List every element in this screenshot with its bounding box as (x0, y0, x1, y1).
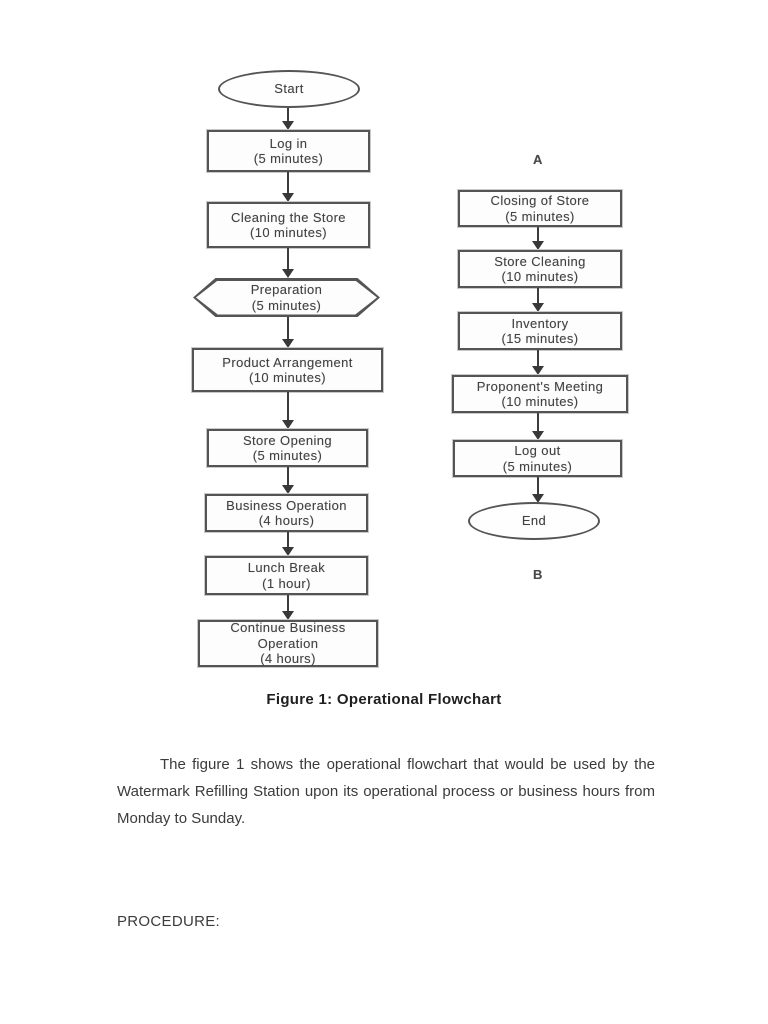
node-duration: (10 minutes) (501, 394, 579, 409)
flowchart-node-product-arrangement: Product Arrangement (10 minutes) (192, 348, 383, 392)
node-label: Proponent's Meeting (476, 378, 604, 394)
flow-arrow-down (537, 288, 539, 303)
node-duration: (10 minutes) (248, 370, 327, 385)
flowchart-node-preparation: Preparation (5 minutes) (193, 278, 380, 317)
node-label: Log out (514, 443, 561, 458)
node-label: Inventory (511, 315, 569, 331)
body-paragraph: The figure 1 shows the operational flowc… (117, 756, 655, 827)
procedure-heading: PROCEDURE: (117, 913, 221, 930)
node-duration: (5 minutes) (502, 458, 573, 474)
flow-arrow-down (287, 108, 289, 121)
flowchart-node-cleaning-the-store: Cleaning the Store (10 minutes) (207, 202, 370, 248)
node-duration: (15 minutes) (501, 331, 579, 346)
flowchart-node-store-cleaning: Store Cleaning (10 minutes) (458, 250, 622, 288)
flowchart-node-business-operation: Business Operation (4 hours) (205, 494, 368, 532)
node-label: Product Arrangement (222, 354, 353, 370)
node-label: End (521, 513, 547, 529)
flow-arrow-down (287, 172, 289, 193)
flow-arrow-down (287, 467, 289, 485)
connector-label-a: A (533, 152, 543, 167)
flowchart-node-inventory: Inventory (15 minutes) (458, 312, 622, 350)
node-duration: (1 hour) (262, 575, 311, 591)
node-label: Store Opening (242, 432, 333, 448)
connector-label-b: B (533, 567, 543, 582)
flowchart-node-proponents-meeting: Proponent's Meeting (10 minutes) (452, 375, 628, 413)
flowchart-node-continue-business-operation: Continue Business Operation (4 hours) (198, 620, 378, 667)
node-label: Preparation (250, 282, 323, 297)
node-duration: (5 minutes) (253, 151, 324, 166)
operational-flowchart-figure: Start Log in (5 minutes) Cleaning the St… (0, 0, 768, 690)
flow-arrow-down (537, 413, 539, 431)
flowchart-node-start: Start (218, 70, 360, 108)
node-duration: (5 minutes) (251, 297, 322, 313)
node-duration: (4 hours) (260, 651, 316, 667)
flow-arrow-down (537, 350, 539, 366)
figure-caption: Figure 1: Operational Flowchart (266, 691, 502, 708)
flowchart-node-log-out: Log out (5 minutes) (453, 440, 622, 477)
node-label: Continue Business Operation (230, 620, 346, 651)
flow-arrow-down (537, 477, 539, 494)
flow-arrow-down (287, 392, 289, 420)
hexagon-shape-fill (196, 280, 377, 315)
node-label: Business Operation (226, 497, 347, 513)
node-duration: (10 minutes) (501, 269, 579, 284)
node-label: Closing of Store (490, 193, 590, 208)
flow-arrow-down (537, 227, 539, 241)
node-duration: (5 minutes) (252, 448, 323, 463)
node-duration: (10 minutes) (249, 225, 328, 240)
node-label: Lunch Break (247, 560, 326, 575)
flow-arrow-down (287, 317, 289, 339)
flow-arrow-down (287, 532, 289, 547)
node-duration: (4 hours) (258, 513, 315, 528)
node-label: Cleaning the Store (231, 209, 346, 225)
node-label: Start (274, 81, 304, 97)
flow-arrow-down (287, 248, 289, 269)
flow-arrow-down (287, 595, 289, 611)
node-label: Log in (269, 135, 308, 151)
node-label: Store Cleaning (494, 253, 586, 269)
flowchart-node-lunch-break: Lunch Break (1 hour) (205, 556, 368, 595)
flowchart-node-end: End (468, 502, 600, 540)
node-duration: (5 minutes) (505, 208, 575, 224)
flowchart-node-log-in: Log in (5 minutes) (207, 130, 370, 172)
flowchart-node-closing-of-store: Closing of Store (5 minutes) (458, 190, 622, 227)
flowchart-node-store-opening: Store Opening (5 minutes) (207, 429, 368, 467)
